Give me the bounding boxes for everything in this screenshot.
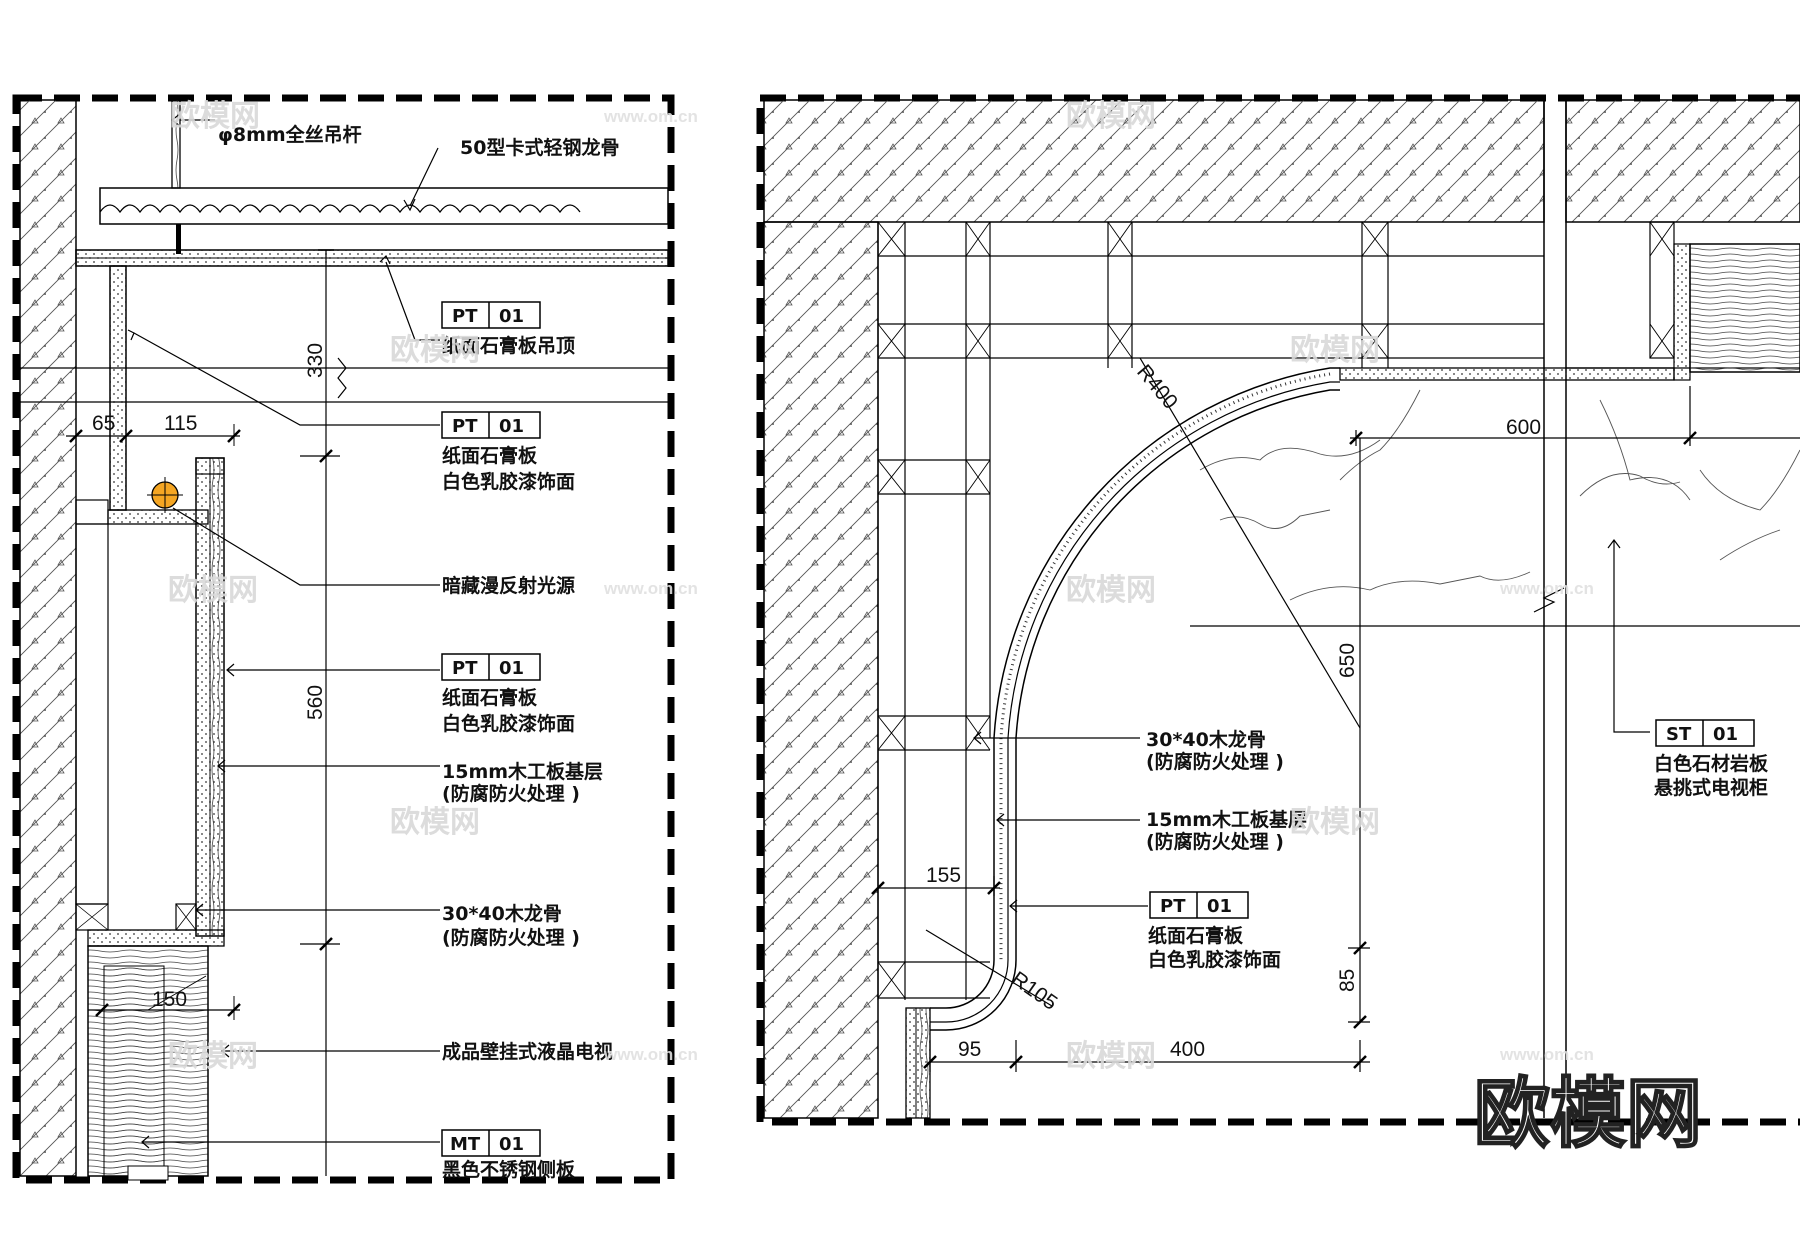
svg-text:欧模网: 欧模网	[390, 805, 480, 840]
dim-155: 155	[926, 864, 961, 887]
svg-text:PT: PT	[452, 416, 478, 437]
left-steel-keel	[99, 187, 669, 225]
svg-text:欧模网: 欧模网	[1066, 1039, 1156, 1074]
dim-560: 560	[304, 685, 327, 720]
left-tag-pt-wall-2: PT 01	[441, 653, 541, 681]
cantilever-label: 悬挑式电视柜	[1654, 776, 1768, 799]
left-section-detail: φ8mm全丝吊杆 50型卡式轻钢龙骨 PT 01 纸面石膏板吊顶 PT 01 纸…	[12, 94, 675, 1184]
right-concrete-wall	[763, 221, 879, 1119]
right-tag-pt: PT 01	[1149, 891, 1249, 919]
hidden-light-label: 暗藏漫反射光源	[442, 574, 575, 597]
r-fire2-label: (防腐防火处理 )	[1146, 830, 1284, 853]
svg-text:01: 01	[499, 416, 524, 437]
arch-board-outer	[930, 367, 1340, 1009]
keel3040-label: 30*40木龙骨	[442, 902, 562, 925]
svg-text:欧模网: 欧模网	[390, 333, 480, 368]
stone-label: 白色石材岩板	[1654, 752, 1769, 775]
latex2-label: 白色乳胶漆饰面	[442, 712, 575, 735]
svg-text:01: 01	[499, 306, 524, 327]
svg-text:www.om.cn: www.om.cn	[603, 107, 698, 126]
right-tag-st: ST 01	[1655, 719, 1755, 747]
watermark-layer: 欧模网 欧模网 欧模网 欧模网 欧模网 欧模网 欧模网 欧模网 欧模网 欧模网 …	[168, 99, 1594, 1074]
r-board15-label: 15mm木工板基层	[1146, 808, 1307, 831]
svg-text:PT: PT	[452, 658, 478, 679]
dim-r400: R400	[1132, 360, 1182, 413]
gypsum-label: 纸面石膏板	[442, 444, 538, 467]
dim-650: 650	[1336, 643, 1359, 678]
svg-text:www.om.cn: www.om.cn	[1499, 579, 1594, 598]
svg-text:www.om.cn: www.om.cn	[603, 1045, 698, 1064]
svg-text:ST: ST	[1666, 724, 1692, 745]
left-frame-border	[12, 94, 675, 1184]
dim-150: 150	[152, 988, 187, 1011]
dim-r105: R105	[1007, 967, 1061, 1015]
fire1-label: (防腐防火处理 )	[442, 782, 580, 805]
svg-text:欧模网: 欧模网	[168, 573, 258, 608]
svg-text:欧模网: 欧模网	[1066, 99, 1156, 134]
left-tag-pt-ceiling: PT 01	[441, 301, 541, 329]
right-frame-border	[756, 94, 1800, 1126]
right-concrete-slab	[763, 99, 1545, 223]
svg-text:www.om.cn: www.om.cn	[1499, 1045, 1594, 1064]
keel50-label: 50型卡式轻钢龙骨	[460, 136, 619, 159]
hanger-rod	[171, 99, 181, 189]
steel-label: 黑色不锈钢侧板	[442, 1158, 576, 1181]
dim-115: 115	[164, 412, 197, 435]
dim-95: 95	[958, 1038, 981, 1061]
dim-85: 85	[1336, 969, 1359, 992]
svg-text:PT: PT	[1160, 896, 1186, 917]
stone-panel	[1689, 243, 1800, 373]
svg-text:欧模网: 欧模网	[170, 99, 260, 134]
dim-600: 600	[1506, 416, 1541, 439]
r-fire1-label: (防腐防火处理 )	[1146, 750, 1284, 773]
dim-65: 65	[92, 412, 115, 435]
tv-label: 成品壁挂式液晶电视	[442, 1040, 613, 1063]
right-section-detail: 30*40木龙骨 (防腐防火处理 ) 15mm木工板基层 (防腐防火处理 ) P…	[756, 94, 1800, 1126]
svg-text:欧模网: 欧模网	[1290, 805, 1380, 840]
r-gypsum-label: 纸面石膏板	[1148, 924, 1244, 947]
ceiling-label: 纸面石膏板吊顶	[442, 334, 575, 357]
gypsum2-label: 纸面石膏板	[442, 686, 538, 709]
svg-text:PT: PT	[452, 306, 478, 327]
svg-text:欧模网: 欧模网	[168, 1039, 258, 1074]
om-logo: 欧模网	[1474, 1069, 1702, 1158]
dim-400: 400	[1170, 1038, 1205, 1061]
svg-text:01: 01	[1207, 896, 1232, 917]
svg-text:MT: MT	[450, 1134, 481, 1155]
left-tag-mt: MT 01	[441, 1129, 541, 1157]
svg-text:欧模网: 欧模网	[1066, 573, 1156, 608]
latex-label: 白色乳胶漆饰面	[442, 470, 575, 493]
rod-label: φ8mm全丝吊杆	[218, 123, 362, 146]
svg-text:www.om.cn: www.om.cn	[603, 579, 698, 598]
fire2-label: (防腐防火处理 )	[442, 926, 580, 949]
left-concrete-wall	[19, 99, 77, 1177]
svg-text:01: 01	[499, 658, 524, 679]
svg-text:01: 01	[499, 1134, 524, 1155]
r-latex-label: 白色乳胶漆饰面	[1148, 948, 1281, 971]
r-keel3040-label: 30*40木龙骨	[1146, 728, 1266, 751]
dim-330: 330	[304, 343, 327, 378]
board15-label: 15mm木工板基层	[442, 760, 603, 783]
svg-text:欧模网: 欧模网	[1290, 333, 1380, 368]
left-tag-pt-wall: PT 01	[441, 411, 541, 439]
svg-text:01: 01	[1713, 724, 1738, 745]
